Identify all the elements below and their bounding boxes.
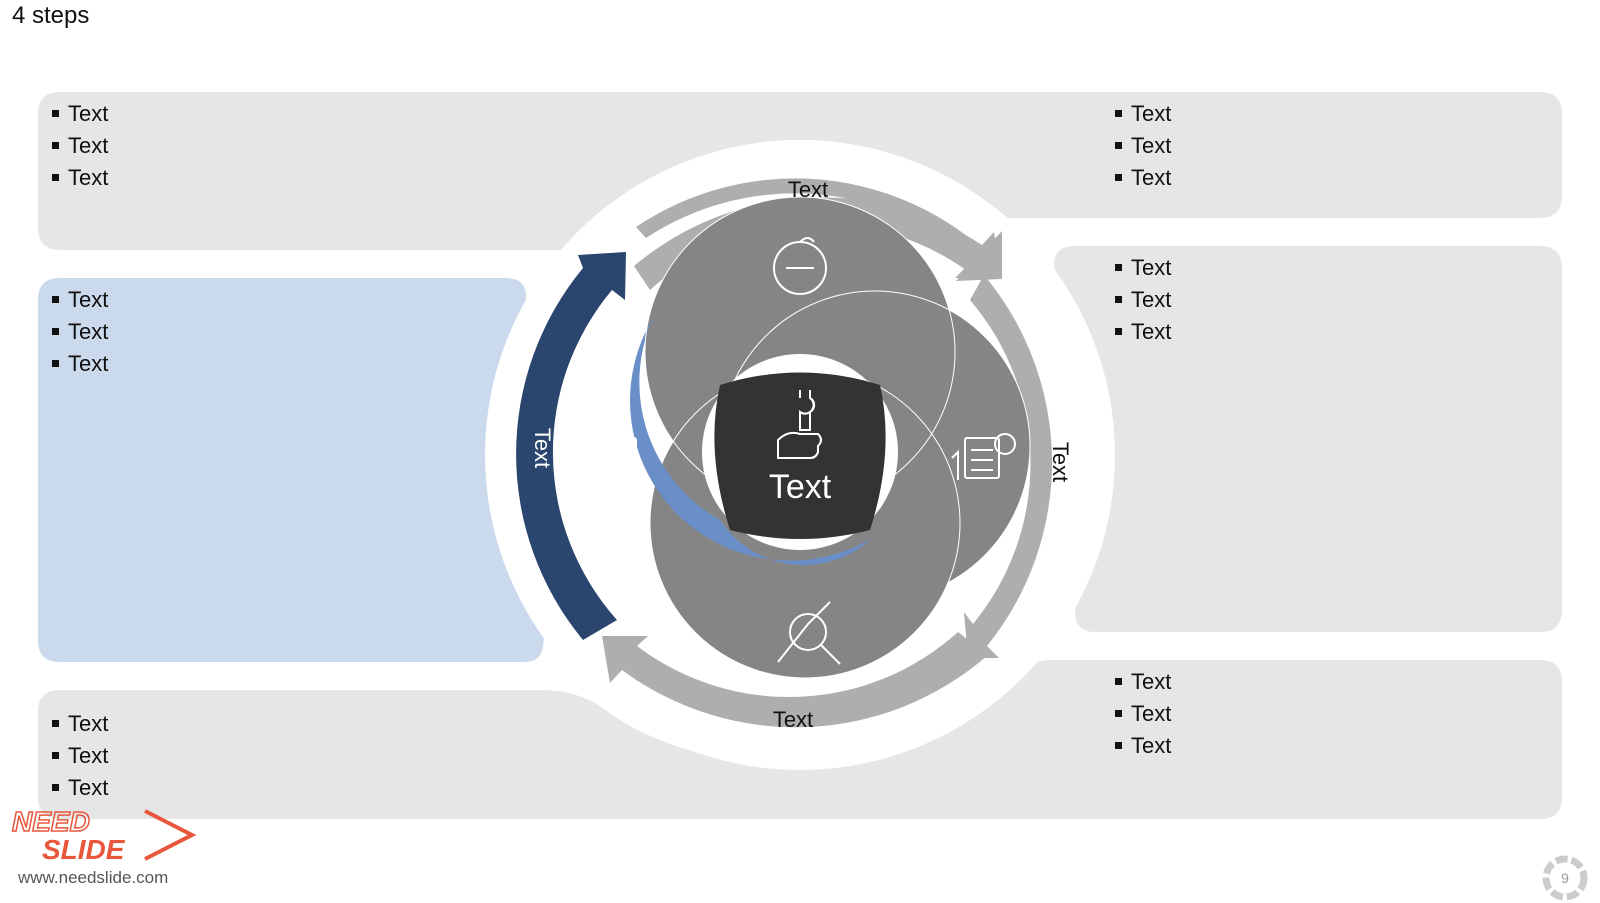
page-title: 4 steps [12, 2, 90, 29]
top-left-list: Text Text Text [50, 98, 108, 194]
arrow-right [964, 275, 1053, 658]
bottom-left-list: Text Text Text [50, 708, 108, 804]
list-item: Text [1113, 98, 1171, 130]
list-item: Text [50, 348, 108, 380]
list-item: Text [50, 708, 108, 740]
arrow-top-label: Text [788, 177, 828, 202]
list-item: Text [1113, 252, 1171, 284]
list-item: Text [50, 162, 108, 194]
list-item: Text [50, 772, 108, 804]
box-right-background [1054, 246, 1562, 632]
center-badge [714, 372, 886, 539]
list-item: Text [50, 130, 108, 162]
bottom-right-list: Text Text Text [1113, 666, 1171, 762]
center-label: Text [769, 468, 832, 506]
stopwatch-icon [773, 237, 827, 295]
wrench-hand-icon [777, 390, 822, 459]
arrow-top [636, 178, 1002, 278]
list-item: Text [50, 284, 108, 316]
arrow-bottom-label: Text [773, 707, 813, 732]
arrow-left [516, 252, 626, 640]
list-item: Text [1113, 162, 1171, 194]
list-item: Text [1113, 666, 1171, 698]
box-left-background [38, 278, 544, 662]
segment-left [630, 318, 872, 566]
list-item: Text [1113, 698, 1171, 730]
page-number-badge: 9 [1542, 855, 1588, 901]
list-item: Text [1113, 730, 1171, 762]
list-item: Text [50, 316, 108, 348]
logo-line-2: SLIDE [42, 834, 126, 865]
list-item: Text [50, 98, 108, 130]
arrow-left-label: Text [530, 428, 555, 468]
box-top-background [38, 92, 1562, 250]
chart-magnifier-icon [777, 601, 841, 665]
calculator-euro-icon [951, 433, 1016, 480]
needslide-logo: NEED SLIDE [11, 805, 197, 865]
page-number: 9 [1561, 870, 1569, 886]
auction-document-icon [595, 431, 637, 485]
middle-right-list: Text Text Text [1113, 252, 1171, 348]
list-item: Text [1113, 130, 1171, 162]
arrow-right-label: Text [1048, 442, 1073, 482]
arrow-bottom [602, 632, 988, 728]
list-item: Text [1113, 316, 1171, 348]
box-bottom-background [38, 660, 1562, 819]
top-right-list: Text Text Text [1113, 98, 1171, 194]
logo-line-1: NEED [12, 806, 90, 837]
website-link: www.needslide.com [18, 868, 169, 887]
list-item: Text [50, 740, 108, 772]
middle-left-list: Text Text Text [50, 284, 108, 380]
list-item: Text [1113, 284, 1171, 316]
